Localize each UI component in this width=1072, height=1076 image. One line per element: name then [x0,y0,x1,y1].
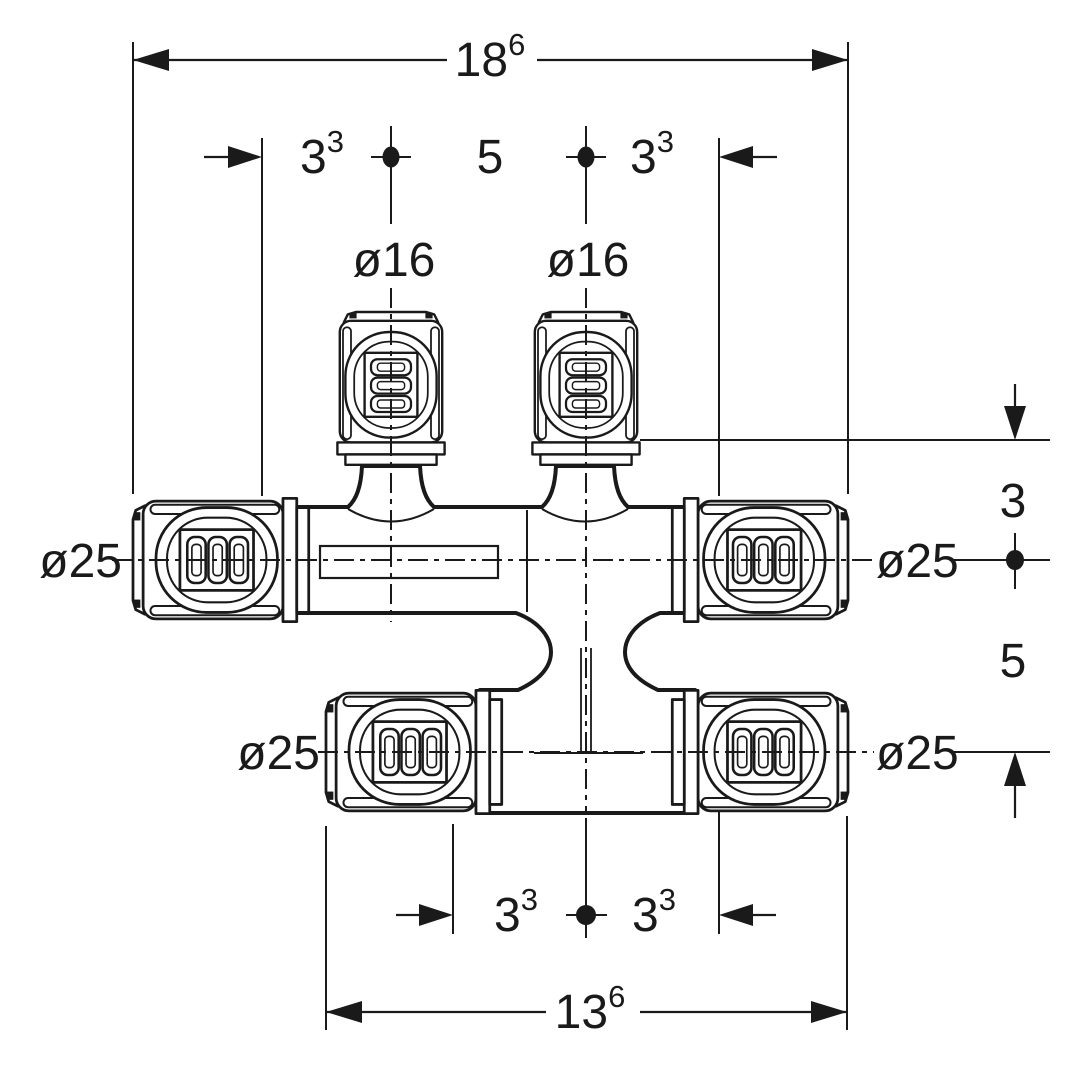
center-lines [112,288,1050,815]
arrowhead-right-icon [812,49,848,71]
bottom-offset-right-value: 3 [632,889,659,942]
bottom-width-label: 136 [555,979,626,1039]
bottom-offset-left-sup: 3 [521,882,538,917]
datum-dot [1006,550,1024,570]
bottom-offset-right-sup: 3 [659,882,676,917]
datum-dot-left [382,146,400,168]
bottom-width-value: 13 [555,986,608,1039]
dim-bottom-offsets: 33 33 [396,810,776,942]
overall-width-value: 18 [455,34,508,87]
datum-dot [576,905,596,925]
bottom-offset-left-value: 3 [494,889,521,942]
bottom-width-sup: 6 [608,979,625,1014]
right-lower-spacing-label: 5 [1000,635,1027,688]
top-offset-left-label: 33 [300,124,344,184]
arrowhead-down-icon [1004,406,1026,440]
arrowhead-left-icon [326,1001,362,1023]
arrowhead-right-icon [419,904,453,926]
arrowhead-left-icon [133,49,169,71]
dim-top-offsets: 33 5 33 [204,124,777,496]
arrowhead-left-icon [719,904,753,926]
top-offset-right-value: 3 [630,131,657,184]
right-upper-offset-label: 3 [1000,475,1027,528]
port-label-upper-left: ø25 [39,535,122,588]
arrowhead-left-icon [719,146,753,168]
dim-right-chain: 3 5 [640,384,1050,818]
port-label-upper-right: ø25 [876,535,959,588]
arrowhead-up-icon [1004,752,1026,786]
top-offset-right-sup: 3 [657,124,674,159]
top-center-spacing-label: 5 [477,131,504,184]
top-offset-right-label: 33 [630,124,674,184]
dim-bottom-width: 136 [325,816,848,1039]
overall-width-sup: 6 [508,27,525,62]
fitting-body [294,464,697,815]
datum-dot-right [577,146,595,168]
top-offset-left-sup: 3 [327,124,344,159]
overall-width-label: 186 [455,27,526,87]
port-label-top-branch-left: ø16 [353,234,436,287]
right-upper-offset-value: 3 [1000,475,1027,528]
port-label-lower-left: ø25 [237,727,320,780]
marking-plate [318,544,500,580]
dimension-annotations: 186 33 5 33 ø16 ø16 ø25 ø25 ø25 ø25 [39,27,1050,1039]
bottom-offset-left-label: 33 [494,882,538,942]
port-label-top-branch-right: ø16 [547,234,630,287]
top-offset-left-value: 3 [300,131,327,184]
right-lower-spacing-value: 5 [1000,635,1027,688]
top-center-spacing-value: 5 [477,131,504,184]
arrowhead-right-icon [811,1001,847,1023]
dim-overall-width: 186 [132,27,849,494]
arrowhead-right-icon [228,146,262,168]
bottom-offset-right-label: 33 [632,882,676,942]
port-label-lower-right: ø25 [876,727,959,780]
